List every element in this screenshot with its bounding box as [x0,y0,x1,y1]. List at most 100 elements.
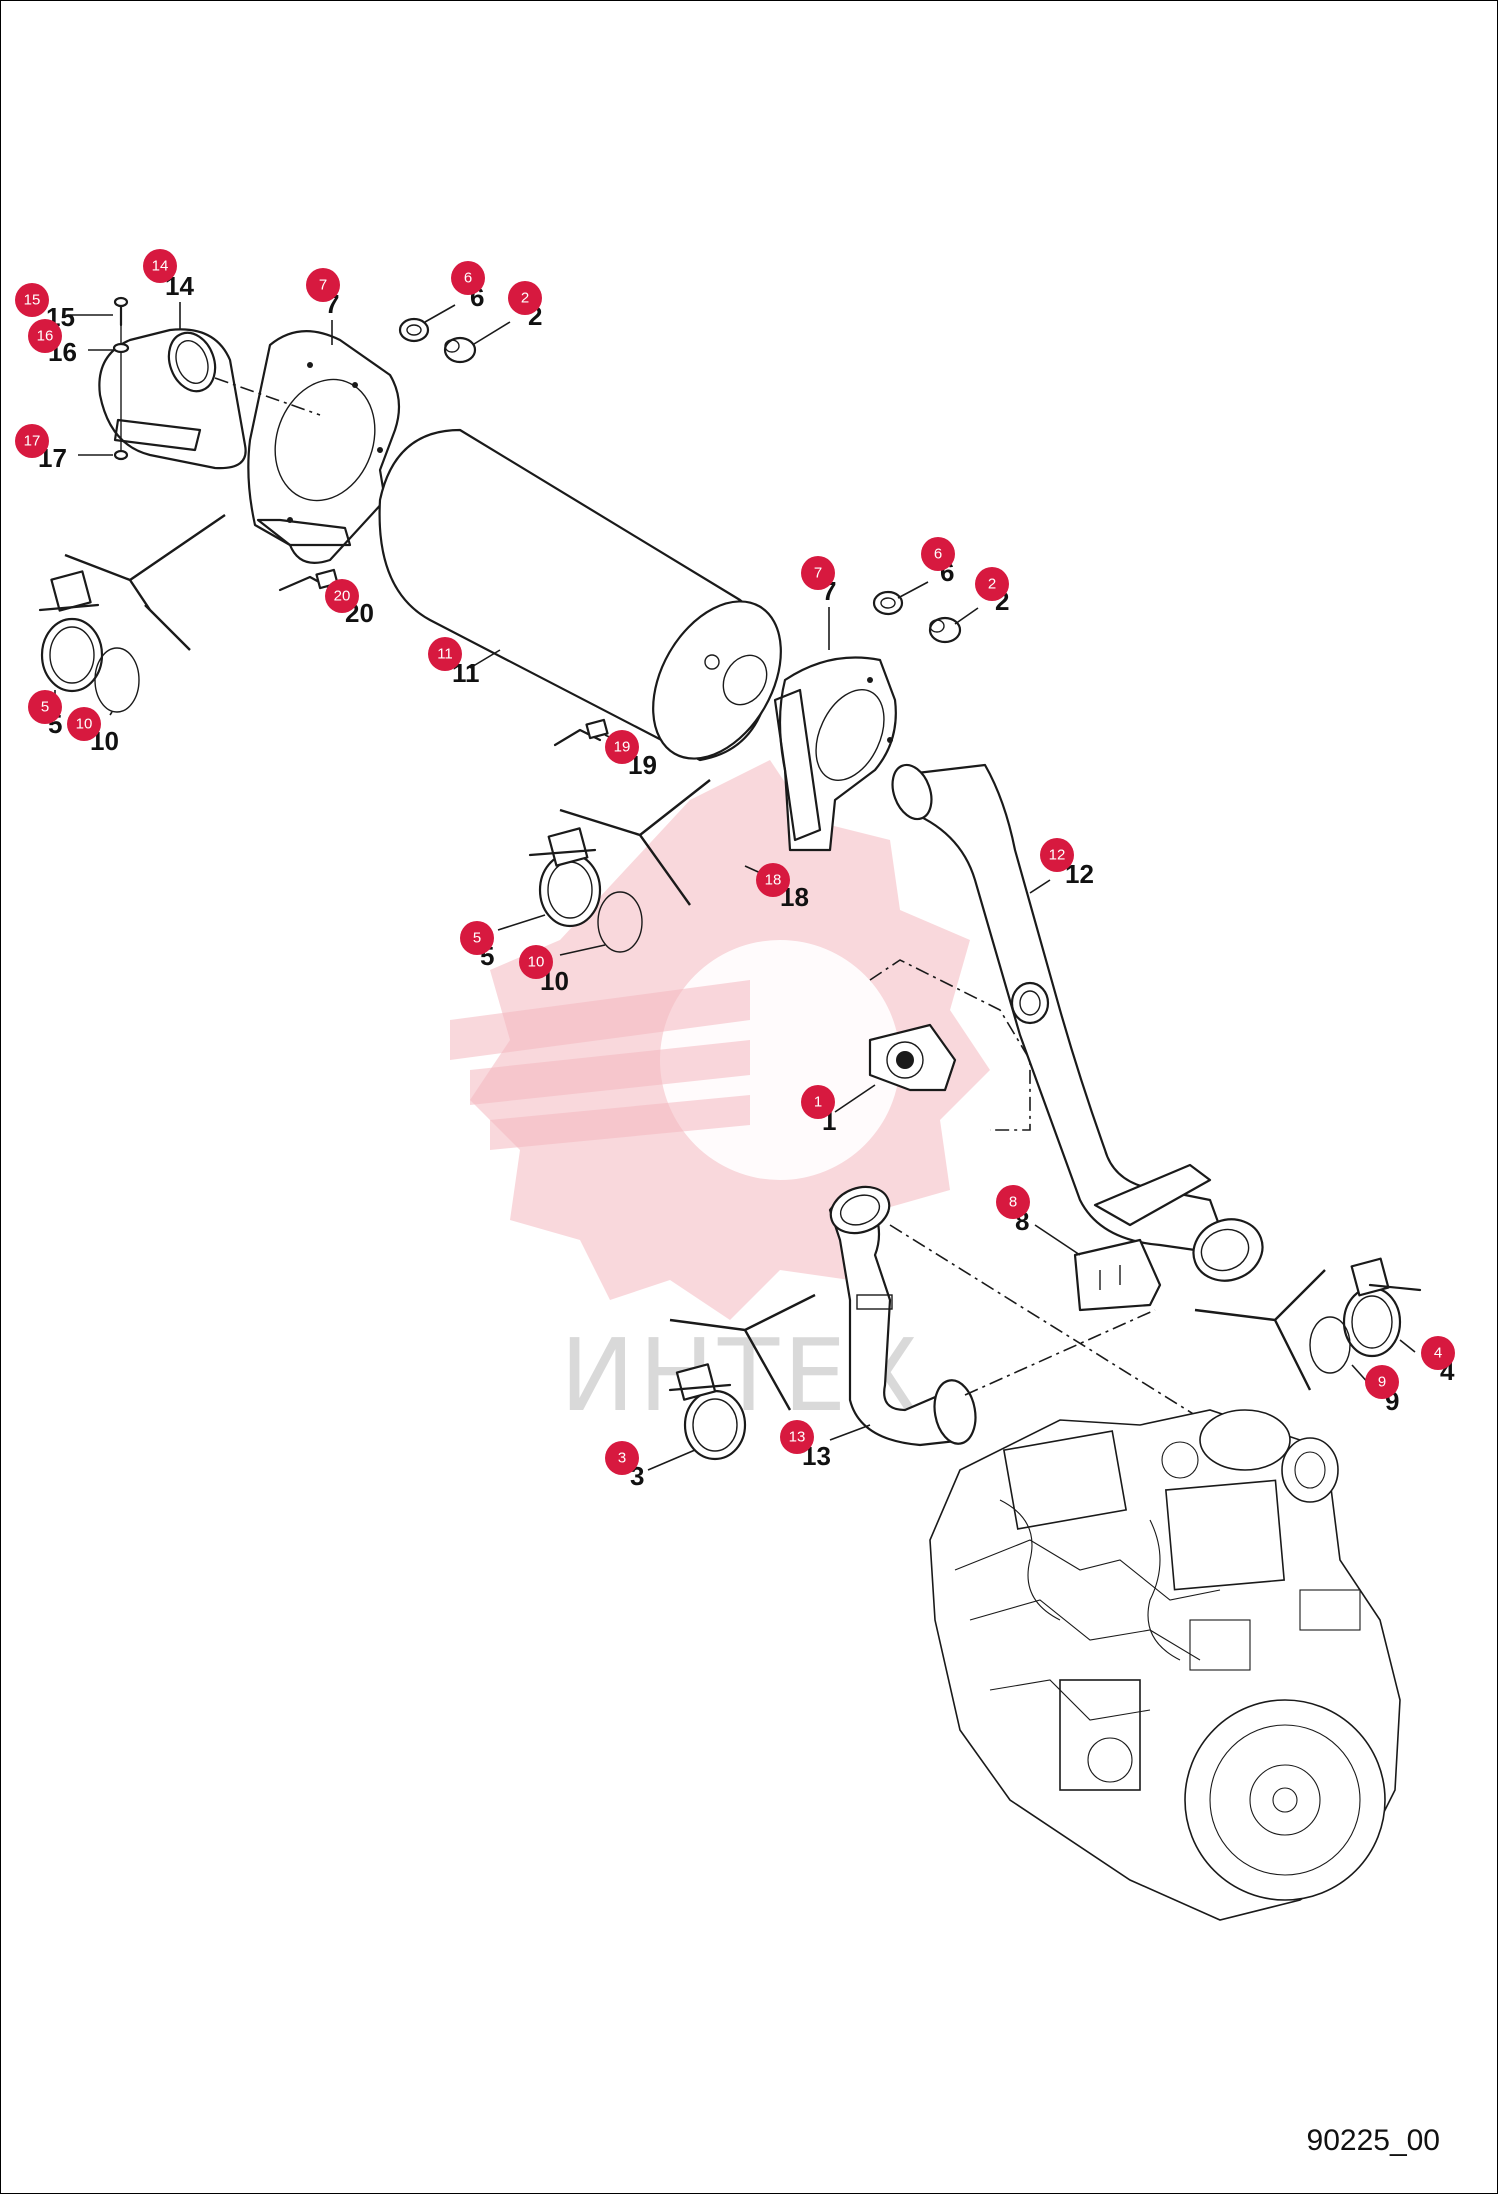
muffler [378,428,782,762]
leader-line [109,711,113,716]
callout-badge-number: 18 [765,872,782,889]
callout-badge-number: 1 [814,1094,822,1111]
callout-badge-number: 5 [41,699,49,716]
leader-line [834,1084,876,1113]
callout-badge-number: 10 [76,716,93,733]
callout-badge [921,537,955,571]
tailpipe-elbow [98,312,247,470]
engine-assembly [929,1409,1401,1921]
assembly-indicators [64,514,1326,1411]
leader-line [469,649,501,669]
diagram-reference-code: 90225_00 [1306,2124,1440,2157]
sensor-fitting-20 [278,568,339,592]
callout-badge [15,283,49,317]
callout-badge [28,690,62,724]
callout-4: 44 [1399,1336,1455,1386]
callout-6: 66 [897,537,955,599]
callout-2: 22 [954,567,1009,625]
pipe-bracket-8 [1073,1163,1212,1312]
callout-badge [508,281,542,315]
callout-badge-number: 11 [437,646,453,663]
inlet-pipe-13 [828,1185,977,1447]
callout-badge [801,556,835,590]
callout-badge [996,1185,1030,1219]
leader-line [829,1424,871,1441]
callout-badge [428,637,462,671]
callout-badge-number: 7 [319,277,327,294]
callout-badge-number: 6 [934,546,942,563]
sensor-1 [868,959,1031,1131]
callout-badge-number: 4 [1434,1345,1442,1362]
callout-badge [1421,1336,1455,1370]
washer-16 [112,342,130,354]
callout-badge-number: 2 [988,576,996,593]
callout-8: 88 [996,1185,1081,1256]
callout-badge [1365,1365,1399,1399]
callout-badge-number: 5 [473,930,481,947]
nut-2-lower [928,616,962,644]
gasket-10-mid [597,891,643,953]
callout-badge [756,863,790,897]
clamp-3-bottom [668,1363,747,1461]
callout-badge [605,730,639,764]
gasket-10-left [94,647,140,713]
callout-badge [306,268,340,302]
callout-badge [460,921,494,955]
callout-3: 33 [605,1441,696,1491]
callout-5: 55 [460,914,546,971]
callout-badge [975,567,1009,601]
callout-badge [325,579,359,613]
clamp-5-left [38,570,104,693]
clamp-4-right [1342,1257,1422,1358]
gasket-6-lower [872,590,904,616]
sensor-fitting-19 [553,718,609,747]
bolt-15 [113,296,129,327]
leader-line [473,321,511,345]
gasket-6-upper [398,317,430,343]
mounting-flange-upper [247,330,401,564]
leader-line [954,607,979,625]
alignment-lines [214,377,1196,1416]
nut-17 [113,449,129,461]
callout-badge-number: 12 [1049,847,1066,864]
callout-badge [605,1441,639,1475]
callout-badge-number: 9 [1378,1374,1386,1391]
callout-badge-number: 15 [24,292,41,309]
leader-line [897,581,929,599]
leader-line [559,944,606,956]
callout-badge-number: 10 [528,954,545,971]
callout-badge-number: 13 [789,1429,806,1446]
leader-line [497,914,546,931]
callout-6: 66 [424,261,485,323]
callout-badge [451,261,485,295]
callout-badge-number: 19 [614,739,631,756]
callout-badge-number: 3 [618,1450,626,1467]
callout-5: 55 [28,690,62,739]
gasket-9-right [1309,1316,1351,1374]
callout-badge [67,707,101,741]
callout-badge-number: 16 [37,328,54,345]
callout-badge-number: 2 [521,290,529,307]
callout-7: 77 [306,268,340,345]
callout-7: 77 [801,556,836,650]
leader-line [647,1449,696,1471]
leader-line [1034,1224,1081,1256]
callout-1: 11 [801,1084,876,1136]
leader-line [424,304,456,323]
callout-badge [28,319,62,353]
clamp-5-mid [528,827,602,928]
callout-badge-number: 17 [24,433,41,450]
callout-badge [801,1085,835,1119]
callout-badge [15,424,49,458]
